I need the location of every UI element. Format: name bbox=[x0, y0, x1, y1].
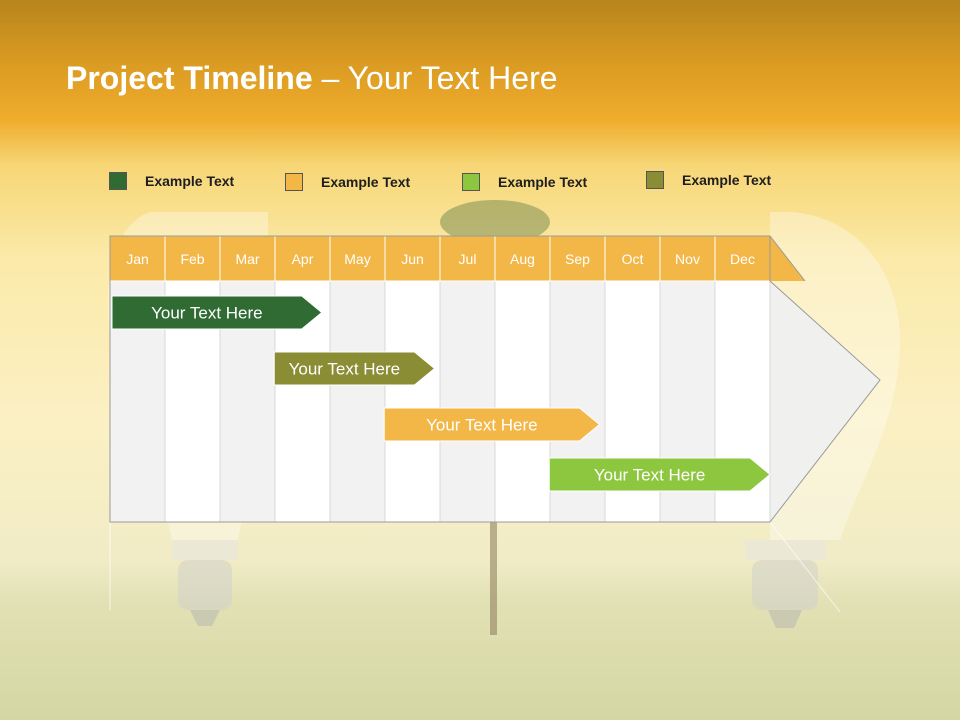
title-rest: – Your Text Here bbox=[312, 60, 558, 96]
legend-swatch-4 bbox=[646, 171, 664, 189]
legend-item-4: Example Text bbox=[646, 169, 771, 191]
month-header-feb bbox=[164, 235, 221, 282]
month-header-aug bbox=[494, 235, 551, 282]
task-label-3: Your Text Here bbox=[426, 416, 538, 435]
month-label-mar: Mar bbox=[235, 251, 259, 267]
month-label-jun: Jun bbox=[401, 251, 424, 267]
month-column-jul bbox=[439, 280, 496, 523]
legend-item-3: Example Text bbox=[462, 171, 587, 193]
legend-swatch-3 bbox=[462, 173, 480, 191]
tree-crown bbox=[440, 200, 550, 244]
month-label-sep: Sep bbox=[565, 251, 590, 267]
task-arrow-3 bbox=[383, 407, 601, 442]
month-label-oct: Oct bbox=[622, 251, 644, 267]
month-label-may: May bbox=[344, 251, 370, 267]
task-arrow-2 bbox=[273, 351, 436, 386]
month-header-nov bbox=[659, 235, 716, 282]
task-label-2: Your Text Here bbox=[289, 360, 401, 379]
month-label-feb: Feb bbox=[180, 251, 204, 267]
task-label-1: Your Text Here bbox=[151, 304, 263, 323]
month-header-mar bbox=[219, 235, 276, 282]
left-bulb-collar bbox=[172, 540, 238, 560]
legend-label-2: Example Text bbox=[321, 174, 411, 190]
month-column-aug bbox=[494, 280, 551, 523]
right-bulb-screw bbox=[752, 560, 818, 610]
month-label-jan: Jan bbox=[126, 251, 149, 267]
title-bold: Project Timeline bbox=[66, 60, 313, 96]
task-arrow-1 bbox=[111, 295, 323, 330]
legend-label-4: Example Text bbox=[682, 172, 772, 188]
legend-item-1: Example Text bbox=[109, 170, 234, 192]
month-header-dec bbox=[714, 235, 771, 282]
task-label-4: Your Text Here bbox=[594, 466, 706, 485]
timeline-arrowhead bbox=[770, 281, 880, 522]
month-label-dec: Dec bbox=[730, 251, 755, 267]
month-header-jul bbox=[439, 235, 496, 282]
month-label-apr: Apr bbox=[292, 251, 314, 267]
right-bulb-collar bbox=[745, 540, 825, 560]
month-label-jul: Jul bbox=[459, 251, 477, 267]
timeline-outline bbox=[109, 235, 881, 523]
legend-label-1: Example Text bbox=[145, 173, 235, 189]
timeline-header-edge bbox=[769, 235, 806, 282]
month-column-jun bbox=[384, 280, 441, 523]
legend-swatch-1 bbox=[109, 172, 127, 190]
left-bulb-screw bbox=[178, 560, 232, 610]
month-label-nov: Nov bbox=[675, 251, 700, 267]
tree-trunk bbox=[490, 520, 497, 635]
month-label-aug: Aug bbox=[510, 251, 535, 267]
legend-swatch-2 bbox=[285, 173, 303, 191]
month-column-may bbox=[329, 280, 386, 523]
legend-label-3: Example Text bbox=[498, 174, 588, 190]
legend-item-2: Example Text bbox=[285, 171, 410, 193]
task-arrow-4 bbox=[548, 457, 771, 492]
month-header-sep bbox=[549, 235, 606, 282]
month-header-jun bbox=[384, 235, 441, 282]
page-title: Project Timeline – Your Text Here bbox=[66, 60, 558, 97]
